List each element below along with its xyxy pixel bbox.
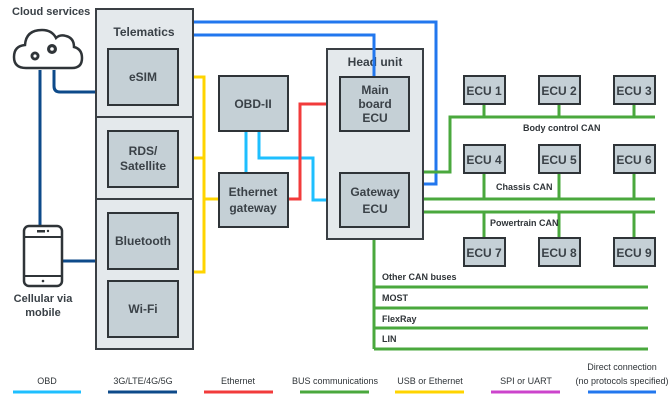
obd-links: [244, 131, 340, 202]
head-unit: Head unit Main board ECU Gateway ECU: [326, 35, 424, 240]
esim-label: eSIM: [129, 70, 157, 84]
ethernet-links: [287, 102, 340, 201]
flexray-label: FlexRay: [382, 314, 417, 324]
body-control-can-label: Body control CAN: [523, 123, 601, 133]
legend-label-spi: SPI or UART: [500, 376, 552, 386]
ecu-3-label: ECU 3: [616, 84, 652, 98]
ethernet-gateway-box[interactable]: [218, 172, 289, 228]
ecu-7-label: ECU 7: [466, 246, 502, 260]
ecu-4-box[interactable]: [463, 144, 506, 174]
gateway-ecu-box[interactable]: [339, 172, 410, 228]
esim-box[interactable]: [107, 48, 179, 106]
legend-label-obd: OBD: [37, 376, 57, 386]
bluetooth-label: Bluetooth: [115, 234, 171, 248]
ecu-2-label: ECU 2: [541, 84, 577, 98]
chassis-can-label: Chassis CAN: [496, 182, 553, 192]
lin-label: LIN: [382, 334, 397, 344]
telematics-title: Telematics: [113, 25, 174, 39]
powertrain-can-label: Powertrain CAN: [490, 218, 559, 228]
ethernet-gateway-label-line2: gateway: [229, 201, 277, 215]
main-board-label-line1: Main: [361, 83, 388, 97]
ethgw-mainboard-link: [287, 102, 340, 201]
most-label: MOST: [382, 293, 409, 303]
mobile-label-line2: mobile: [25, 307, 60, 319]
usb-links: [193, 75, 220, 274]
legend-label-direct-line2: (no protocols specified): [575, 376, 668, 386]
legend-label-bus: BUS communications: [292, 376, 379, 386]
ecu-6-box[interactable]: [613, 144, 656, 174]
other-can-buses-label: Other CAN buses: [382, 272, 457, 282]
ecu-6-label: ECU 6: [616, 153, 652, 167]
obd-ii-box[interactable]: [218, 75, 289, 132]
body-control-can-line: [410, 115, 655, 174]
gateway-ecu-label-line2: ECU: [362, 202, 387, 216]
legend-label-ethernet: Ethernet: [221, 376, 256, 386]
ecu-5-box[interactable]: [538, 144, 581, 174]
main-board-ecu-box[interactable]: [339, 76, 410, 132]
cellular-links: [38, 70, 96, 263]
ecu-7-box[interactable]: [463, 237, 506, 267]
ecu-9-box[interactable]: [613, 237, 656, 267]
ethernet-gateway-label-line1: Ethernet: [229, 185, 278, 199]
bluetooth-box[interactable]: [107, 212, 179, 270]
usb-trunk: [193, 75, 206, 274]
ecu-8-box[interactable]: [538, 237, 581, 267]
cloud-services-label: Cloud services: [12, 6, 90, 18]
rds-label-line1: RDS/: [129, 144, 158, 158]
obd-ii-label: OBD-II: [234, 97, 271, 111]
ecu-2-box[interactable]: [538, 75, 581, 105]
ecu-1-label: ECU 1: [466, 84, 502, 98]
rds-satellite-box[interactable]: [107, 130, 179, 188]
telematics-unit: Telematics eSIM RDS/ Satellite Bluetooth…: [95, 8, 194, 350]
gateway-ecu-label-line1: Gateway: [350, 185, 400, 199]
obd-gateway-link: [257, 131, 340, 202]
ecu-4-label: ECU 4: [466, 153, 502, 167]
wifi-label: Wi-Fi: [128, 302, 157, 316]
ecu-3-box[interactable]: [613, 75, 656, 105]
cloud-telematics-link: [52, 70, 96, 94]
ecu-grid: ECU 1 ECU 2 ECU 3 ECU 4 ECU 5 ECU 6 ECU …: [463, 75, 656, 267]
legend: OBD 3G/LTE/4G/5G Ethernet BUS communicat…: [13, 362, 669, 394]
main-board-label-line2: board: [358, 97, 391, 111]
wifi-box[interactable]: [107, 280, 179, 338]
ecu-8-label: ECU 8: [541, 246, 577, 260]
main-board-label-line3: ECU: [362, 111, 387, 125]
ecu-1-box[interactable]: [463, 75, 506, 105]
legend-label-direct-line1: Direct connection: [587, 362, 657, 372]
mobile-label-line1: Cellular via: [14, 293, 74, 305]
cloud-services-icon: [12, 28, 84, 70]
ecu-5-label: ECU 5: [541, 153, 577, 167]
bus-links: [372, 104, 655, 351]
mobile-phone-icon: [22, 224, 64, 288]
ecu-9-label: ECU 9: [616, 246, 652, 260]
rds-label-line2: Satellite: [120, 159, 166, 173]
legend-label-usb: USB or Ethernet: [397, 376, 463, 386]
legend-label-cellular: 3G/LTE/4G/5G: [113, 376, 172, 386]
